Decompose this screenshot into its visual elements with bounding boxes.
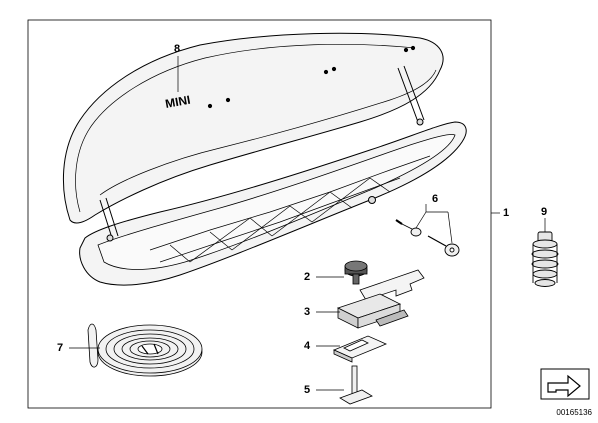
roof-box (63, 32, 467, 286)
brand-mini-text: MINI (164, 93, 191, 111)
callout-7: 7 (57, 342, 64, 354)
document-number: 00165136 (556, 408, 592, 417)
callout-5: 5 (304, 384, 311, 396)
navigation-arrow-icon (540, 368, 590, 400)
callout-6: 6 (432, 193, 439, 205)
u-bracket (332, 335, 388, 363)
tape-roll (87, 323, 203, 377)
callout-3: 3 (304, 306, 311, 318)
leader-lines (69, 56, 546, 391)
callout-8: 8 (174, 43, 181, 55)
lock-and-key (395, 219, 460, 257)
assembly-frame (27, 19, 492, 409)
knob (344, 260, 368, 285)
grommet (531, 231, 559, 287)
t-bolt (339, 365, 373, 405)
rubber-pad (336, 293, 409, 329)
callout-4: 4 (304, 340, 311, 352)
callout-2: 2 (304, 271, 311, 283)
callout-1: 1 (503, 207, 510, 219)
callout-9: 9 (541, 206, 548, 218)
clamp-plate (359, 269, 425, 301)
